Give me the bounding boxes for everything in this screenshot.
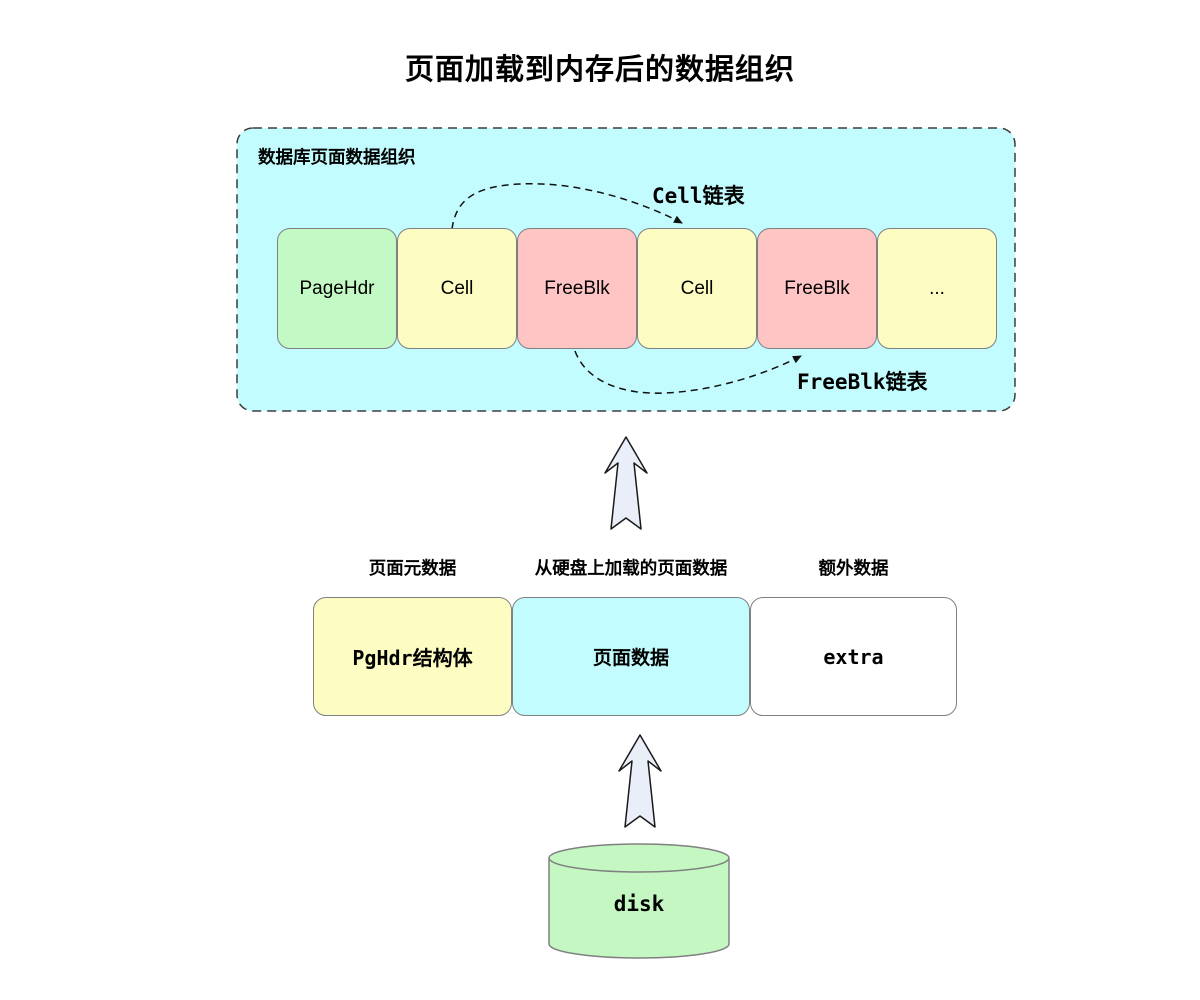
block-pghdr-struct: PgHdr结构体 xyxy=(313,597,512,716)
freeblk-list-label: FreeBlk链表 xyxy=(797,370,928,394)
block-cell-1: Cell xyxy=(397,228,517,349)
label-page-data-from-disk: 从硬盘上加载的页面数据 xyxy=(534,558,728,578)
disk-cylinder xyxy=(548,843,730,959)
block-page-data: 页面数据 xyxy=(512,597,750,716)
up-arrow-to-memory xyxy=(604,436,648,530)
block-cell-2: Cell xyxy=(637,228,757,349)
block-extra: extra xyxy=(750,597,957,716)
up-arrow-from-disk xyxy=(618,734,662,828)
freeblk-list-arc xyxy=(574,350,802,394)
label-page-metadata: 页面元数据 xyxy=(368,558,457,578)
memory-block-row: PageHdr Cell FreeBlk Cell FreeBlk ... xyxy=(277,228,997,349)
block-ellipsis: ... xyxy=(877,228,997,349)
memory-box-label: 数据库页面数据组织 xyxy=(258,147,416,167)
disk-label: disk xyxy=(613,892,665,916)
block-pagehdr: PageHdr xyxy=(277,228,397,349)
block-freeblk-2: FreeBlk xyxy=(757,228,877,349)
label-extra-data: 额外数据 xyxy=(818,558,889,578)
page-title: 页面加载到内存后的数据组织 xyxy=(404,54,795,86)
cell-list-label: Cell链表 xyxy=(652,184,745,208)
block-freeblk-1: FreeBlk xyxy=(517,228,637,349)
cell-list-arc xyxy=(451,182,683,230)
